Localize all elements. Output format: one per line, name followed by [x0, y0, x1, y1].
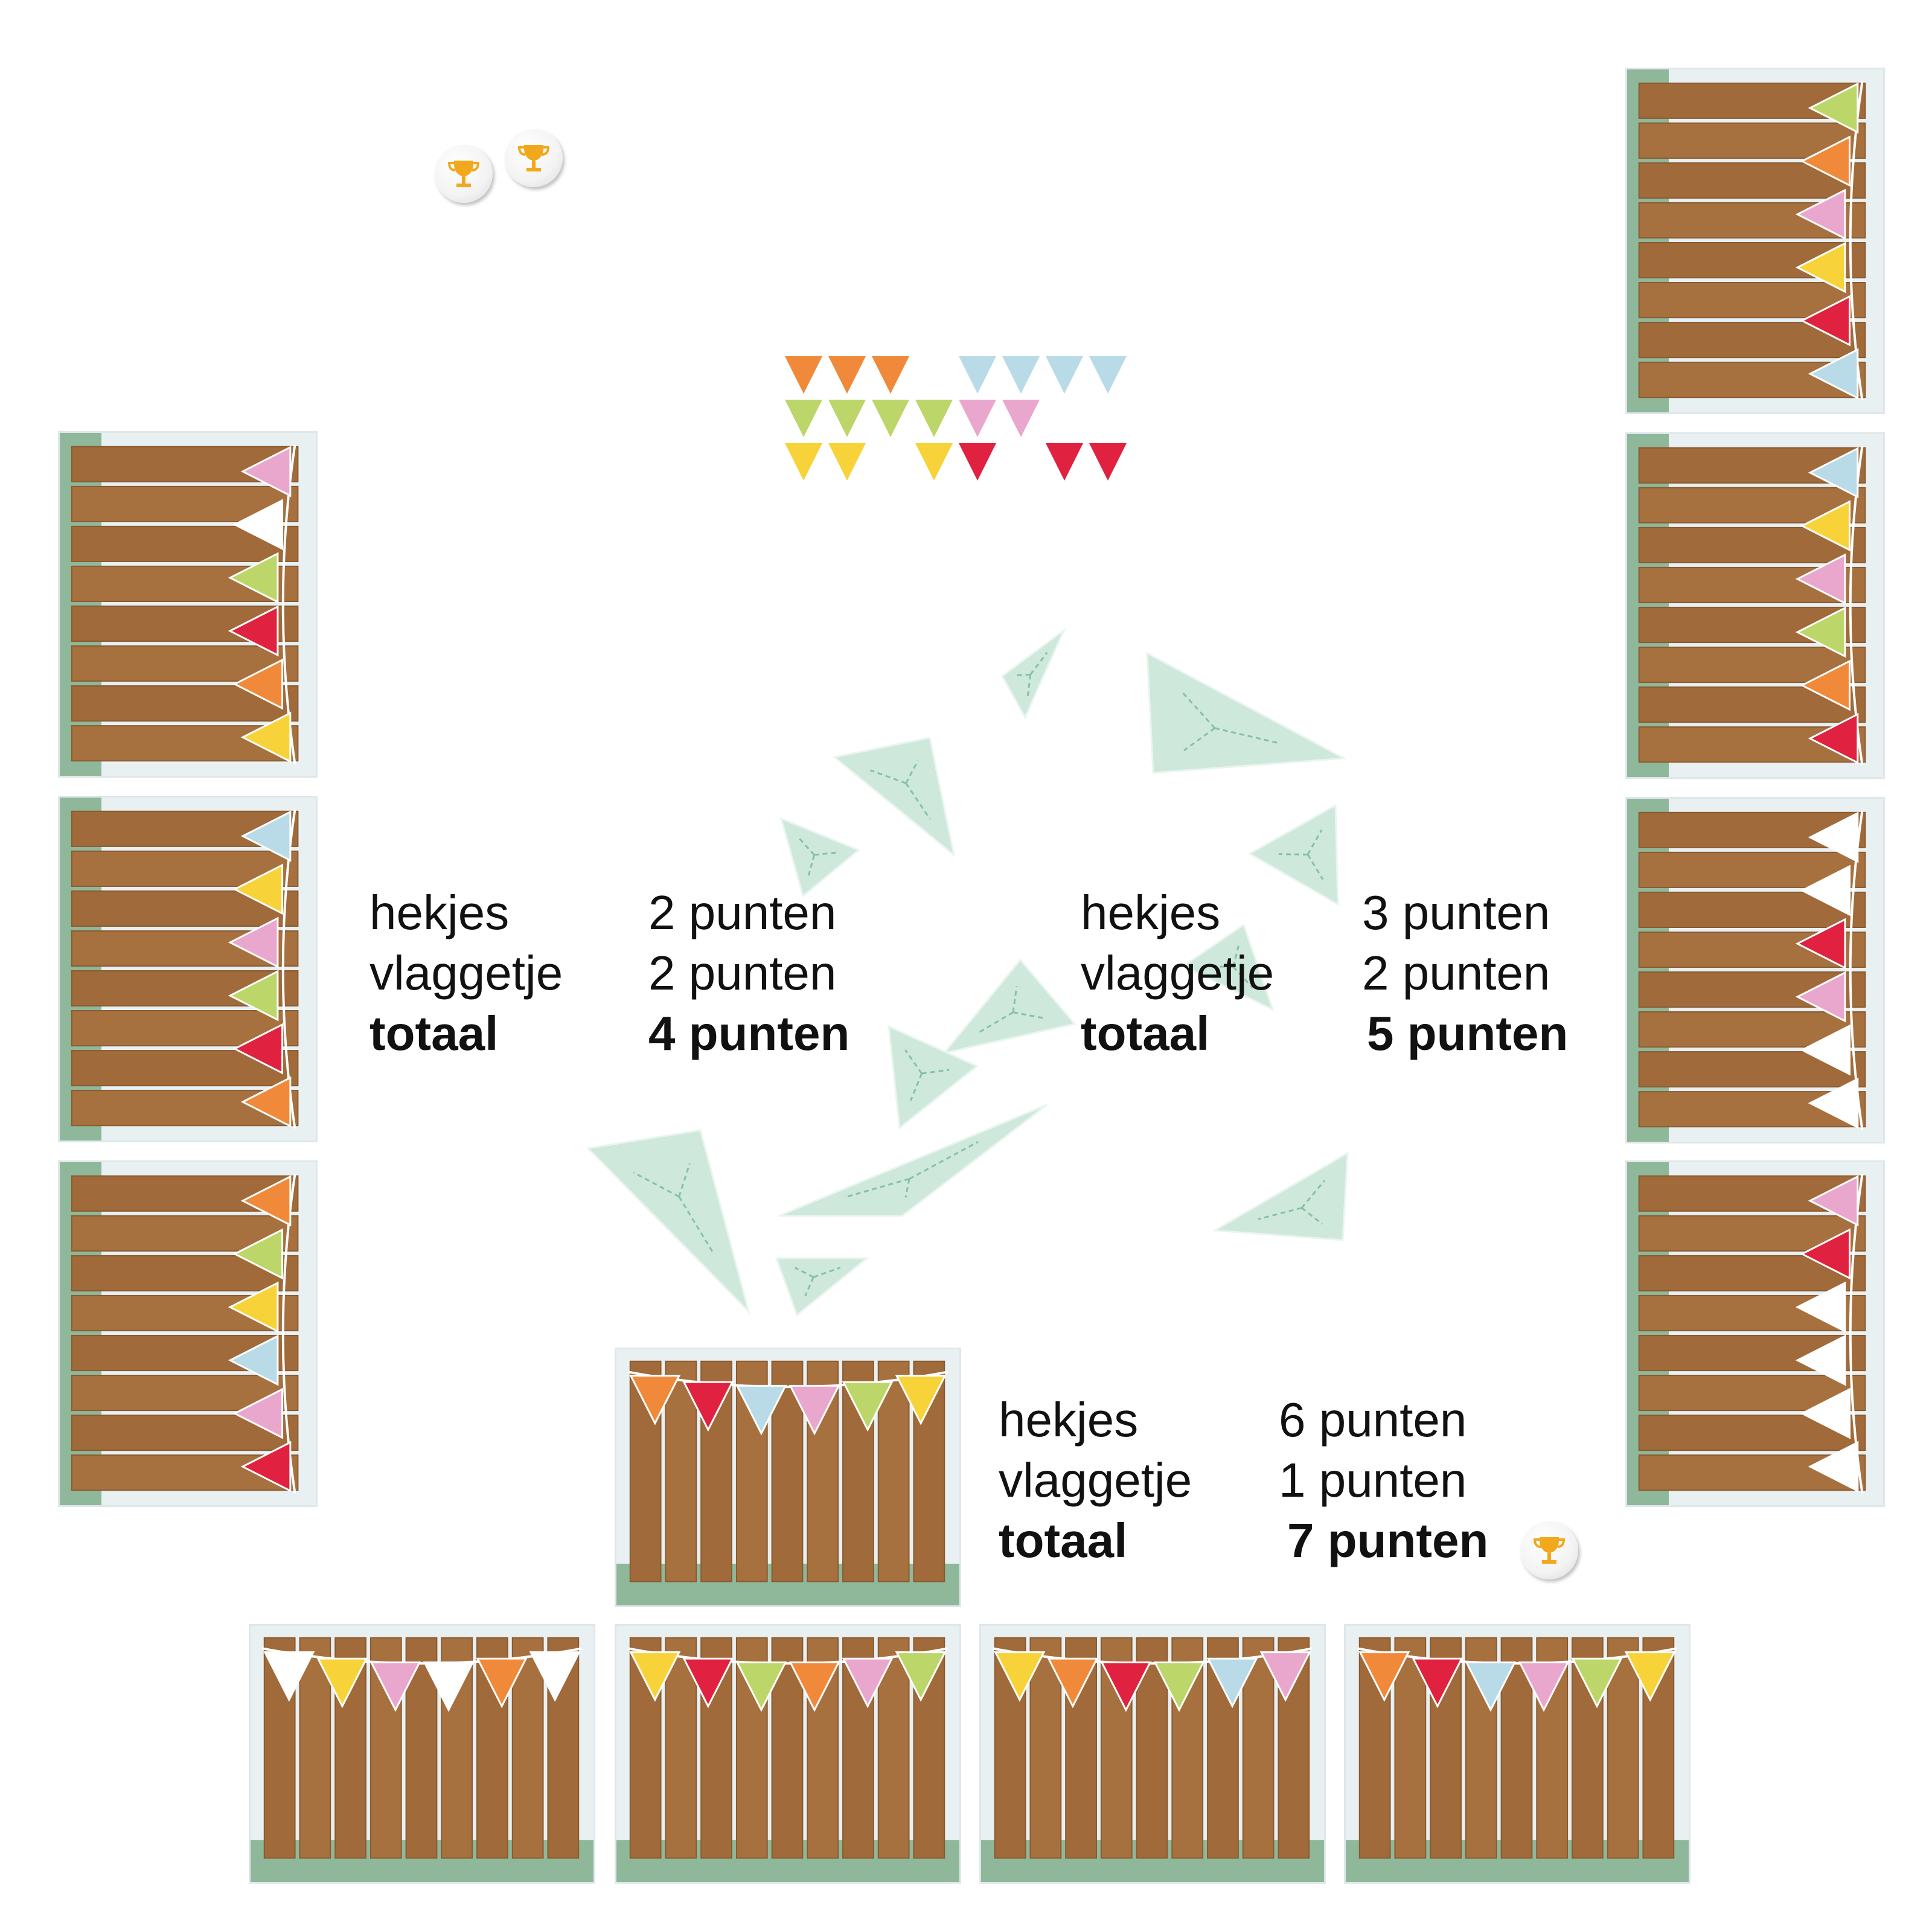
fence-illustration: [616, 1349, 959, 1605]
trophy-token-winner[interactable]: [1520, 1521, 1578, 1579]
score-label: hekjes: [999, 1393, 1139, 1447]
bunting-flag[interactable]: [1046, 443, 1083, 481]
bunting-flag[interactable]: [1089, 356, 1127, 394]
trophy-token-2[interactable]: [505, 129, 563, 187]
triangle-tile[interactable]: [586, 1129, 750, 1315]
fence-illustration: [60, 798, 316, 1140]
score-value: 3 punten: [1362, 886, 1550, 939]
fence-card-right-2[interactable]: [1625, 432, 1885, 779]
score-value: 1 punten: [1279, 1453, 1467, 1507]
fence-card-bottom-1[interactable]: [249, 1624, 595, 1884]
score-total-label: totaal: [999, 1514, 1128, 1567]
triangle-tile[interactable]: [942, 958, 1076, 1055]
score-label: hekjes: [369, 886, 510, 939]
fence-illustration: [1627, 799, 1883, 1142]
fence-card-right-1[interactable]: [1625, 68, 1885, 414]
fence-card-left-3[interactable]: [58, 1160, 318, 1507]
fence-card-right-3[interactable]: [1625, 797, 1885, 1144]
score-value: 2 punten: [648, 946, 837, 1000]
score-value: 6 punten: [1279, 1393, 1467, 1447]
triangle-tile[interactable]: [832, 737, 956, 857]
fence-illustration: [60, 1162, 316, 1505]
triangle-tile[interactable]: [775, 1257, 870, 1317]
fence-card-bottom-4[interactable]: [1344, 1624, 1690, 1884]
fence-card-bottom-2[interactable]: [615, 1624, 961, 1884]
trophy-icon: [1533, 1537, 1566, 1564]
bunting-flag[interactable]: [959, 443, 996, 481]
score-total-label: totaal: [1081, 1006, 1210, 1060]
triangle-tile[interactable]: [1212, 1151, 1349, 1241]
bunting-flag[interactable]: [872, 400, 909, 437]
score-left: hekjes 2 punten vlaggetje 2 punten totaal 4…: [369, 883, 877, 1064]
fence-illustration: [1627, 69, 1883, 412]
bunting-flag[interactable]: [915, 443, 953, 481]
score-label: vlaggetje: [1081, 946, 1275, 1000]
flag-supply: [785, 356, 1127, 481]
bunting-flag[interactable]: [828, 400, 866, 437]
score-label: vlaggetje: [999, 1453, 1192, 1507]
fence-card-center[interactable]: [615, 1348, 961, 1607]
score-total-value: 5 punten: [1367, 1006, 1569, 1060]
fence-card-left-2[interactable]: [58, 796, 318, 1142]
score-value: 2 punten: [1362, 946, 1550, 1000]
trophy-icon: [517, 145, 550, 171]
fence-illustration: [1627, 434, 1883, 777]
bunting-flag[interactable]: [1002, 356, 1040, 394]
score-label: hekjes: [1081, 886, 1221, 939]
fence-card-left-1[interactable]: [58, 431, 318, 778]
score-bottom: hekjes 6 punten vlaggetje 1 punten totaal 7…: [999, 1390, 1518, 1571]
trophy-icon: [447, 161, 480, 187]
fence-card-right-4[interactable]: [1625, 1160, 1885, 1507]
score-total-value: 4 punten: [648, 1006, 850, 1060]
bunting-flag[interactable]: [1089, 443, 1127, 481]
bunting-flag[interactable]: [828, 356, 866, 394]
fence-illustration: [981, 1626, 1324, 1882]
bunting-flag[interactable]: [872, 356, 909, 394]
score-total-value: 7 punten: [1287, 1514, 1489, 1567]
triangle-tile[interactable]: [1001, 627, 1066, 720]
bunting-flag[interactable]: [785, 400, 822, 437]
bunting-flag[interactable]: [785, 356, 822, 394]
bunting-flag[interactable]: [785, 443, 822, 481]
score-value: 2 punten: [648, 886, 837, 939]
score-label: vlaggetje: [369, 946, 563, 1000]
triangle-tile[interactable]: [778, 1104, 1048, 1217]
triangle-tile[interactable]: [888, 1025, 979, 1130]
fence-illustration: [60, 433, 316, 776]
fence-illustration: [1627, 1162, 1883, 1505]
fence-illustration: [1346, 1626, 1689, 1882]
bunting-flag[interactable]: [959, 356, 996, 394]
triangle-tile[interactable]: [1146, 651, 1348, 774]
triangle-tile[interactable]: [1247, 804, 1339, 906]
bunting-flag[interactable]: [915, 400, 953, 437]
bunting-flag[interactable]: [1046, 356, 1083, 394]
bunting-flag[interactable]: [828, 443, 866, 481]
score-right: hekjes 3 punten vlaggetje 2 punten totaal 5…: [1081, 883, 1594, 1064]
fence-illustration: [251, 1626, 593, 1882]
score-total-label: totaal: [369, 1006, 499, 1060]
triangle-tile[interactable]: [1182, 923, 1275, 1011]
triangle-tile[interactable]: [779, 817, 860, 898]
bunting-flag[interactable]: [1002, 400, 1040, 437]
fence-illustration: [616, 1626, 959, 1882]
trophy-token-1[interactable]: [435, 145, 493, 203]
fence-card-bottom-3[interactable]: [979, 1624, 1326, 1884]
bunting-flag[interactable]: [959, 400, 996, 437]
